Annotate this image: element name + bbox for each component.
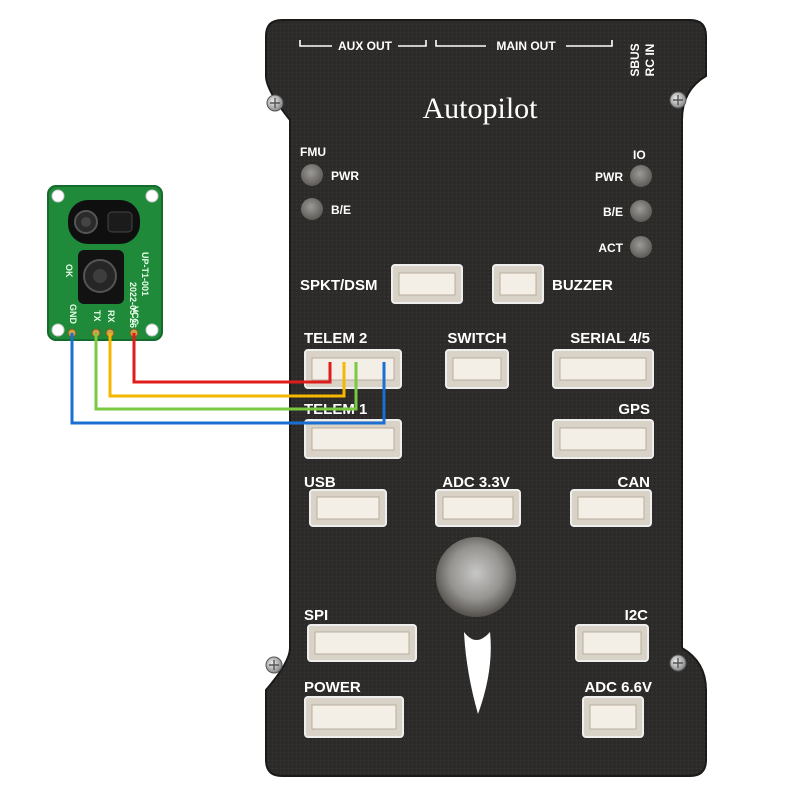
buzzer-label: BUZZER xyxy=(552,277,613,294)
aux-out-label: AUX OUT xyxy=(338,39,393,53)
sensor-module: OK UP-T1-001 2022-05-26 GND TX RX VCC xyxy=(47,185,163,341)
fmu-label: FMU xyxy=(300,145,326,159)
sensor-rev-silk: 2022-05-26 xyxy=(128,282,138,328)
flight-controller-board: AUX OUT MAIN OUT SBUS RC IN Autopilot FM… xyxy=(265,19,707,777)
wires xyxy=(70,333,386,425)
board-title: Autopilot xyxy=(422,92,538,125)
i2c-label: I2C xyxy=(625,607,649,624)
orientation-arrow-icon xyxy=(464,632,491,714)
led-act xyxy=(630,236,652,258)
wire-gnd xyxy=(70,333,386,425)
led-be-right-label: B/E xyxy=(603,205,623,219)
board-body xyxy=(265,19,707,777)
led-pwr-left-label: PWR xyxy=(331,169,359,183)
i2c-connector[interactable] xyxy=(575,624,649,662)
screw-bottom-left xyxy=(265,656,283,674)
pin-gnd-label: GND xyxy=(68,304,78,325)
wire-vcc xyxy=(132,333,332,384)
led-pwr-left xyxy=(301,164,323,186)
can-label: CAN xyxy=(618,474,651,491)
usb-connector[interactable] xyxy=(309,489,387,527)
power-connector[interactable] xyxy=(304,696,404,738)
wire-tx xyxy=(94,333,358,411)
led-be-right xyxy=(630,200,652,222)
pin-rx-label: RX xyxy=(106,310,116,323)
serial45-connector[interactable] xyxy=(552,349,654,389)
main-out-label: MAIN OUT xyxy=(496,39,556,53)
led-be-left-label: B/E xyxy=(331,203,351,217)
sensor-ok-silk: OK xyxy=(64,264,74,278)
pin-tx-label: TX xyxy=(92,310,102,322)
can-connector[interactable] xyxy=(570,489,652,527)
switch-connector[interactable] xyxy=(445,349,509,389)
buzzer-connector[interactable] xyxy=(492,264,544,304)
screw-top-right xyxy=(669,91,687,109)
pin-vcc-label: VCC xyxy=(130,306,140,326)
aux-out-header xyxy=(299,40,613,47)
spkt-connector[interactable] xyxy=(391,264,463,304)
telem2-label: TELEM 2 xyxy=(304,330,367,347)
rc-in-label: RC IN xyxy=(643,44,657,77)
wire-rx xyxy=(108,333,346,398)
main-status-led xyxy=(436,537,516,617)
sensor-model-silk: UP-T1-001 xyxy=(140,252,150,296)
switch-label: SWITCH xyxy=(447,330,506,347)
gps-label: GPS xyxy=(618,401,650,418)
adc33-connector[interactable] xyxy=(435,489,521,527)
telem1-connector[interactable] xyxy=(304,419,402,459)
spi-connector[interactable] xyxy=(307,624,417,662)
led-pwr-right xyxy=(630,165,652,187)
screw-top-left xyxy=(266,94,284,112)
spi-label: SPI xyxy=(304,607,328,624)
usb-label: USB xyxy=(304,474,336,491)
gps-connector[interactable] xyxy=(552,419,654,459)
adc66-connector[interactable] xyxy=(582,696,644,738)
adc66-label: ADC 6.6V xyxy=(584,679,652,696)
io-label: IO xyxy=(633,148,646,162)
sbus-label: SBUS xyxy=(628,43,642,76)
led-act-label: ACT xyxy=(598,241,623,255)
power-label: POWER xyxy=(304,679,361,696)
screw-bottom-right xyxy=(669,654,687,672)
spkt-label: SPKT/DSM xyxy=(300,277,378,294)
adc33-label: ADC 3.3V xyxy=(442,474,510,491)
serial45-label: SERIAL 4/5 xyxy=(570,330,650,347)
led-be-left xyxy=(301,198,323,220)
led-pwr-right-label: PWR xyxy=(595,170,623,184)
